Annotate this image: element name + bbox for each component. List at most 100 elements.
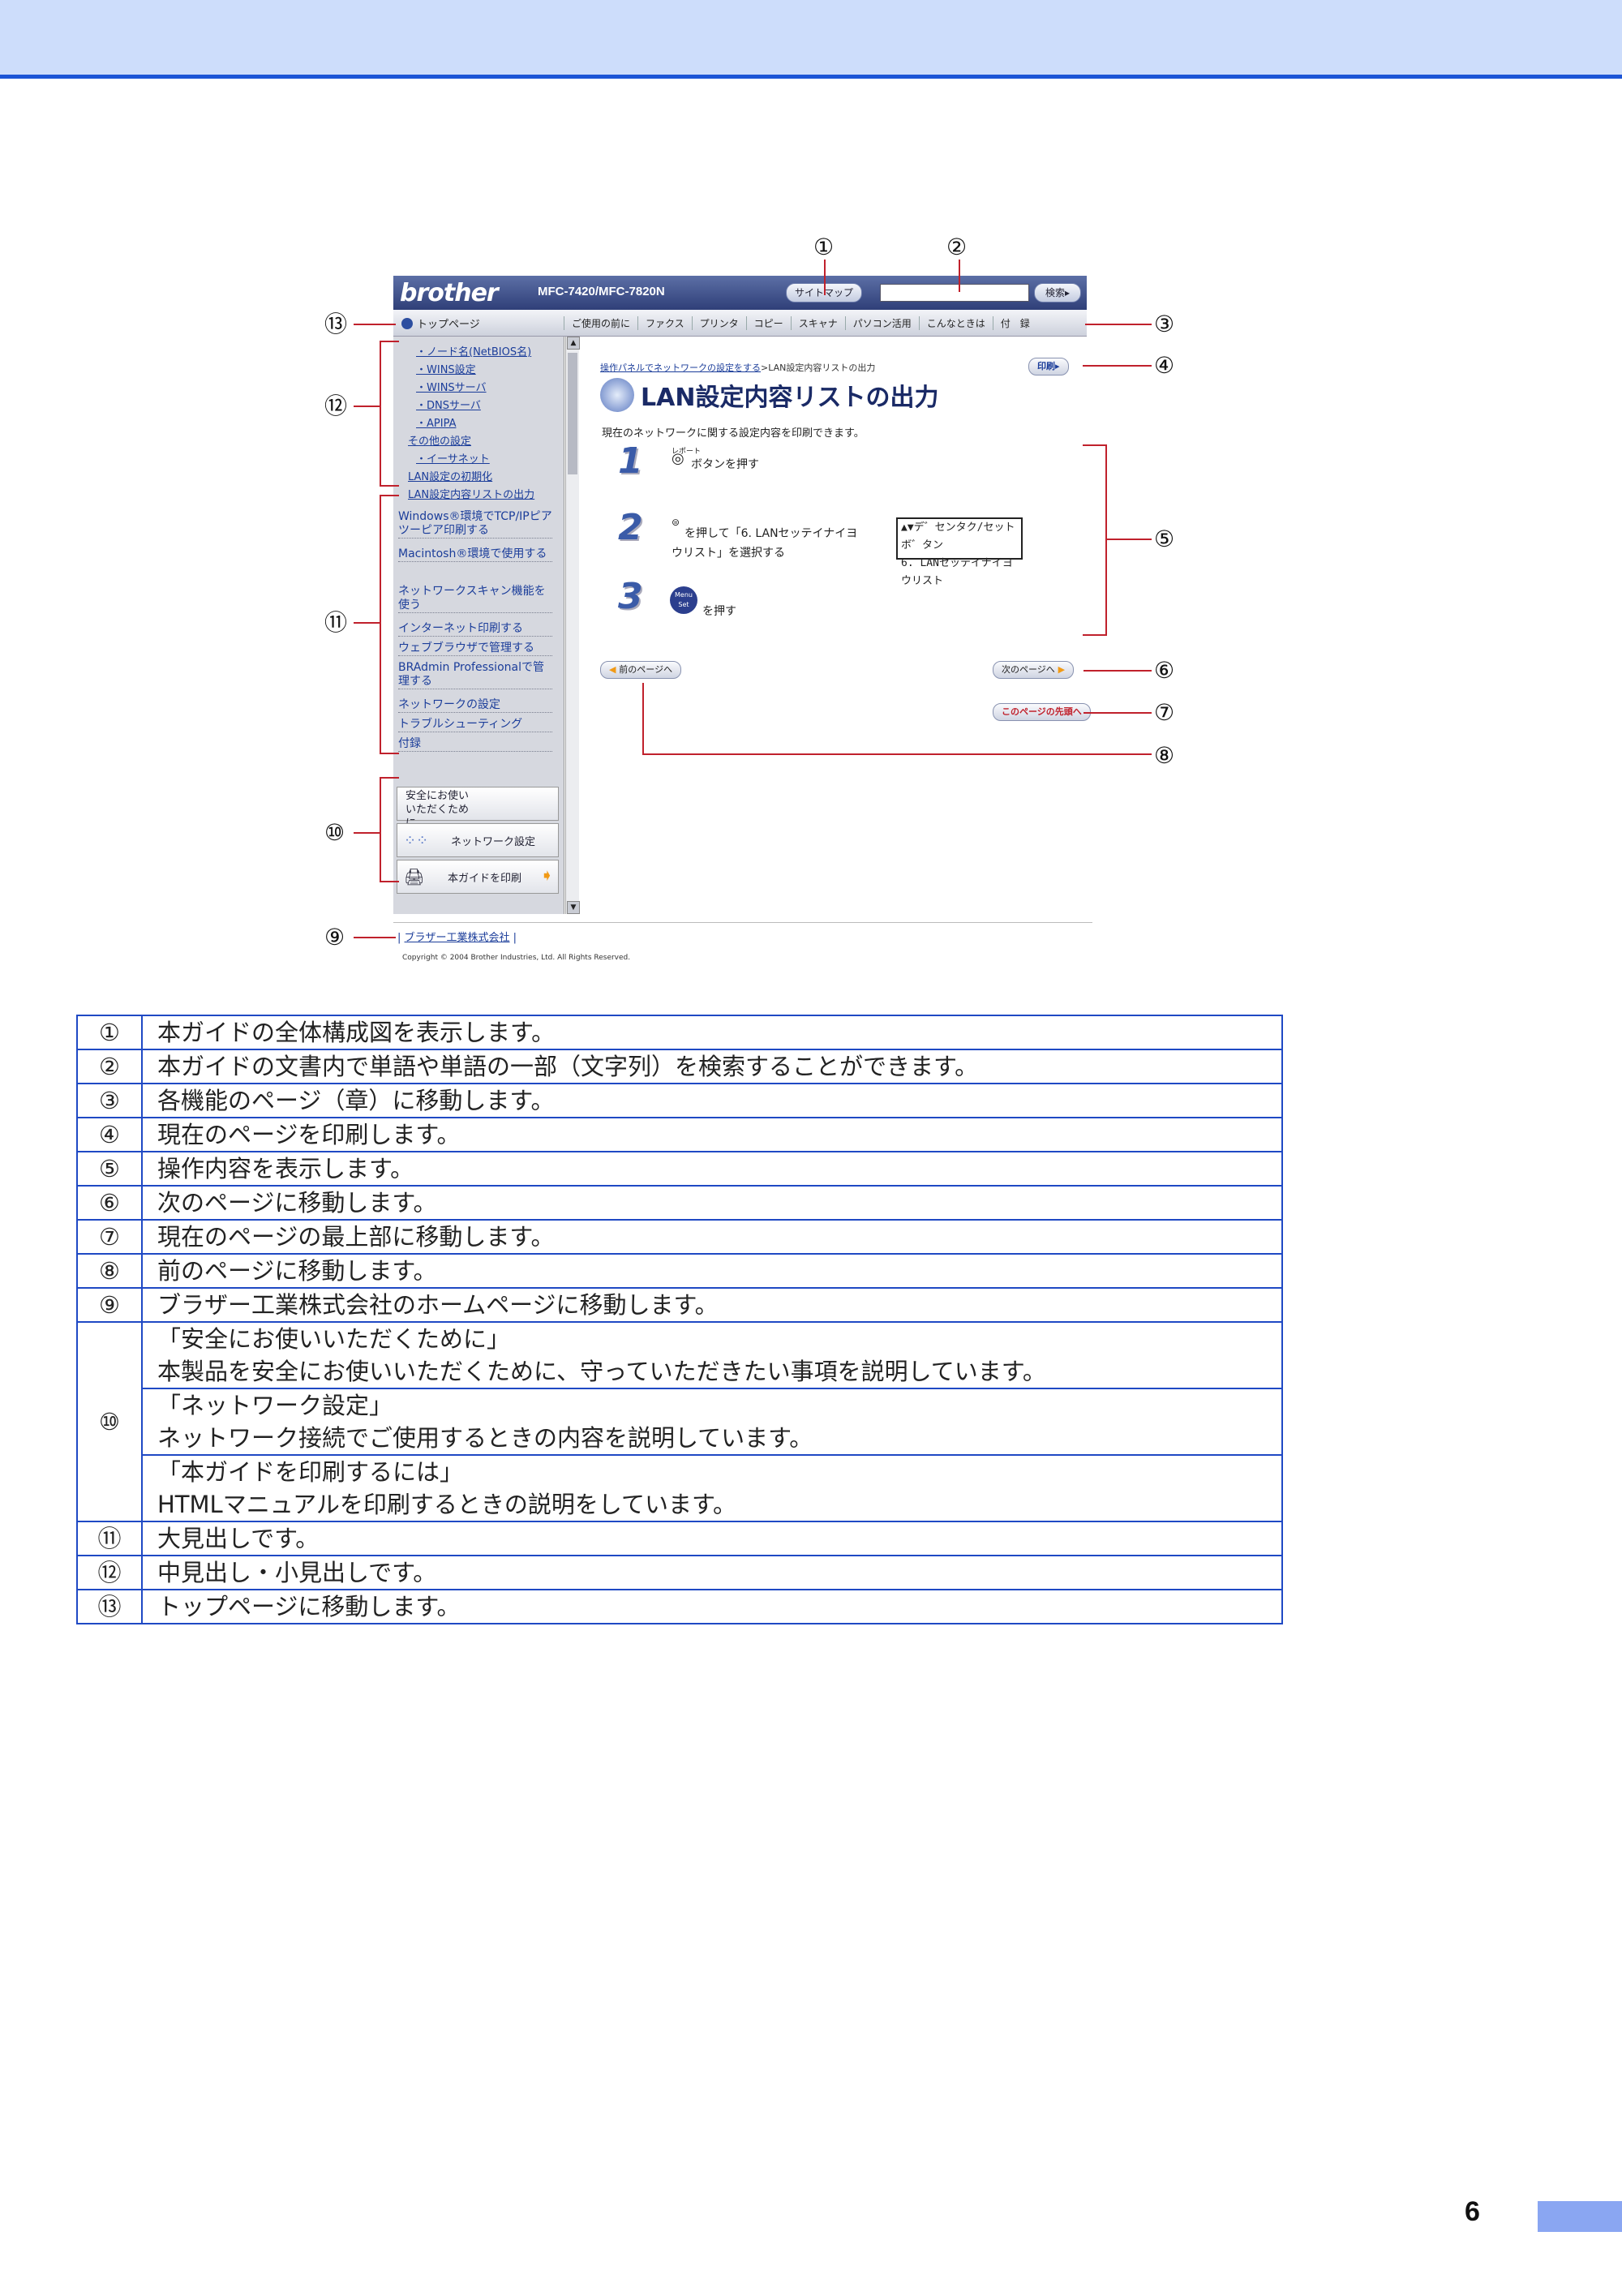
sidebar-section[interactable]: ネットワークの設定 (398, 698, 552, 713)
arrow-icon: ➧ (540, 865, 554, 885)
search-button[interactable]: 検索▸ (1034, 283, 1081, 303)
leader-line (380, 753, 399, 754)
leader-line (1085, 324, 1152, 325)
page-number: 6 (1465, 2196, 1480, 2227)
network-banner-label: ネットワーク設定 (451, 836, 536, 848)
sidebar-section[interactable]: Windows®環境でTCP/IPピアツーピア印刷する (398, 510, 552, 539)
nav-item[interactable]: パソコン活用 (844, 316, 919, 330)
top-of-page-button[interactable]: このページの先頭へ (993, 703, 1091, 721)
sidebar-sub-item[interactable]: ・DNSサーバ (416, 400, 481, 412)
safety-banner[interactable]: 安全にお使いいただくために (397, 787, 559, 830)
brand-bar: brother MFC-7420/MFC-7820N サイトマップ 検索▸ (393, 276, 1087, 310)
legend-num: ⑧ (76, 1253, 143, 1289)
callout-13: ⑬ (324, 311, 348, 337)
sidebar-sub-item-current[interactable]: LAN設定内容リストの出力 (408, 489, 535, 501)
sidebar: ・ノード名(NetBIOS名) ・WINS設定 ・WINSサーバ ・DNSサーバ… (393, 337, 564, 914)
breadcrumb-link[interactable]: 操作パネルでネットワークの設定をする (600, 363, 761, 373)
legend-sub-desc: 本製品を安全にお使いいただくために、守っていただきたい事項を説明しています。 (157, 1358, 1046, 1385)
home-link[interactable]: トップページ (401, 315, 480, 331)
nav-item[interactable]: プリンタ (691, 316, 746, 330)
print-guide-banner[interactable]: 🖨 本ガイドを印刷 ➧ (397, 860, 559, 894)
nav-item[interactable]: こんなときは (918, 316, 993, 330)
leader-line (380, 777, 399, 779)
legend-desc: 「本ガイドを印刷するには」HTMLマニュアルを印刷するときの説明をしています。 (141, 1454, 1283, 1522)
sidebar-sub-item[interactable]: ・WINS設定 (416, 364, 476, 376)
leader-line (380, 777, 381, 882)
legend-num: ⑩ (76, 1321, 143, 1522)
legend-desc: 前のページに移動します。 (141, 1253, 1283, 1289)
home-link-label: トップページ (417, 319, 480, 331)
sidebar-section[interactable]: BRAdmin Professionalで管理する (398, 661, 552, 689)
print-guide-banner-label: 本ガイドを印刷 (448, 873, 522, 885)
leader-line (959, 260, 960, 292)
report-key-label: レポート (672, 448, 702, 456)
sidebar-section[interactable]: 付録 (398, 737, 552, 752)
legend-num: ⑪ (76, 1521, 143, 1556)
leader-line (380, 495, 381, 754)
print-button[interactable]: 印刷▸ (1028, 358, 1069, 376)
legend-num: ⑨ (76, 1287, 143, 1323)
prev-page-button[interactable]: ◀ 前のページへ (600, 661, 682, 679)
sidebar-section[interactable]: Macintosh®環境で使用する (398, 547, 552, 562)
menu-set-key-icon: Menu Set (670, 586, 697, 614)
nav-item[interactable]: 付 録 (992, 316, 1037, 330)
brother-homepage-link[interactable]: | ブラザー工業株式会社 | (397, 932, 517, 944)
network-settings-banner[interactable]: ⁘⁘ ネットワーク設定 (397, 823, 559, 857)
callout-11: ⑪ (324, 609, 348, 636)
legend-desc: 「ネットワーク設定」ネットワーク接続でご使用するときの内容を説明しています。 (141, 1388, 1283, 1456)
step-number: 2 (618, 507, 643, 548)
sidebar-sub-item[interactable]: LAN設定の初期化 (408, 471, 493, 483)
leader-line (1083, 712, 1152, 714)
printer-icon (600, 378, 634, 412)
table-row: 「本ガイドを印刷するには」HTMLマニュアルを印刷するときの説明をしています。 (77, 1454, 1283, 1522)
step-number: 1 (618, 440, 643, 482)
sidebar-sub-item[interactable]: ・ノード名(NetBIOS名) (416, 346, 532, 358)
leader-line (1083, 670, 1152, 672)
lcd-line: 6. LANセッテイナイヨウリスト (901, 557, 1013, 587)
copyright: Copyright © 2004 Brother Industries, Ltd… (402, 954, 631, 962)
sidebar-sub-item[interactable]: その他の設定 (408, 436, 472, 448)
header-band (0, 0, 1622, 79)
sidebar-section[interactable]: インターネット印刷する (398, 622, 552, 637)
search-input[interactable] (880, 284, 1029, 302)
nav-item[interactable]: コピー (745, 316, 791, 330)
leader-line (354, 406, 381, 407)
footer-divider (393, 922, 1092, 923)
sidebar-sub-item[interactable]: ・WINSサーバ (416, 382, 487, 394)
nav-item[interactable]: スキャナ (790, 316, 845, 330)
network-icon: ⁘⁘ (404, 832, 429, 849)
scroll-thumb[interactable] (568, 353, 577, 474)
callout-2: ② (946, 234, 968, 260)
leader-line (380, 341, 399, 342)
chapter-nav: トップページ ご使用の前に ファクス プリンタ コピー スキャナ パソコン活用 … (393, 310, 1087, 337)
sidebar-section[interactable]: トラブルシューティング (398, 718, 552, 732)
legend-num: ⑤ (76, 1151, 143, 1187)
nav-item[interactable]: ご使用の前に (564, 316, 637, 330)
legend-desc: 本ガイドの全体構成図を表示します。 (141, 1015, 1283, 1050)
legend-num: ⑥ (76, 1185, 143, 1221)
scroll-down-icon[interactable]: ▼ (567, 901, 580, 914)
sidebar-sub-item[interactable]: ・イーサネット (416, 453, 490, 466)
next-page-button[interactable]: 次のページへ ▶ (993, 661, 1075, 679)
page-subtitle: 現在のネットワークに関する設定内容を印刷できます。 (602, 427, 865, 440)
leader-line (354, 324, 396, 325)
sidebar-section[interactable]: ネットワークスキャン機能を使う (398, 585, 552, 613)
leader-line (380, 341, 381, 487)
footer-link-label: ブラザー工業株式会社 (404, 932, 510, 944)
arrow-keys-icon: ⊜ (672, 517, 680, 528)
nav-item[interactable]: ファクス (637, 316, 692, 330)
sidebar-section[interactable]: ウェブブラウザで管理する (398, 642, 552, 656)
legend-sub-title: 「本ガイドを印刷するには」 (157, 1458, 464, 1486)
leader-line (824, 260, 826, 295)
scroll-up-icon[interactable]: ▲ (567, 337, 580, 350)
sidebar-sub-item[interactable]: ・APIPA (416, 418, 457, 430)
legend-sub-title: 「ネットワーク設定」 (157, 1392, 393, 1419)
legend-desc: ブラザー工業株式会社のホームページに移動します。 (141, 1287, 1283, 1323)
sidebar-scrollbar[interactable]: ▲ ▼ (565, 337, 580, 914)
leader-line (642, 683, 644, 755)
callout-8: ⑧ (1154, 742, 1175, 769)
leader-line (354, 832, 381, 834)
